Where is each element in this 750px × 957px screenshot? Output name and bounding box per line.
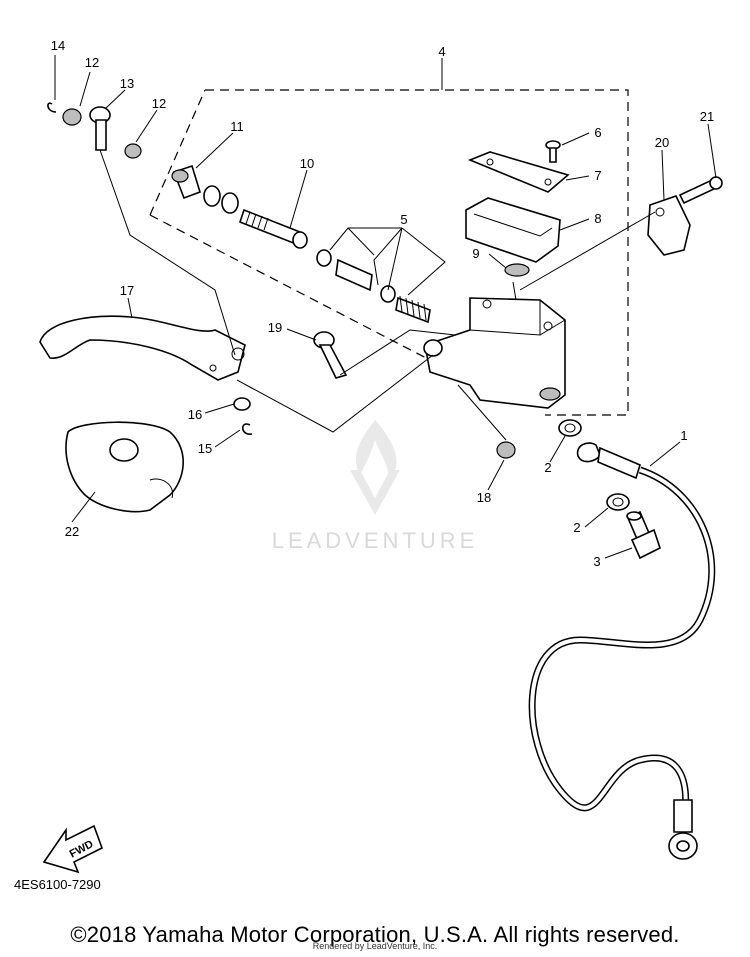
- label-part-9: 9: [472, 246, 479, 261]
- diagram-code: 4ES6100-7290: [14, 877, 101, 892]
- nut-18: [496, 441, 516, 459]
- label-part-5: 5: [400, 212, 407, 227]
- label-part-17: 17: [120, 283, 134, 298]
- screw: [545, 140, 561, 163]
- boot: [171, 164, 239, 214]
- reference-lines: [99, 149, 656, 441]
- watermark-text: LEADVENTURE: [271, 528, 479, 553]
- label-part-3: 3: [593, 554, 600, 569]
- label-part-7: 7: [594, 168, 601, 183]
- holder: [647, 195, 691, 256]
- label-part-16: 16: [188, 407, 202, 422]
- piston-kit: [316, 249, 431, 324]
- label-part-20: 20: [655, 135, 669, 150]
- push-rod: [239, 208, 308, 249]
- assembly-boundary: [149, 89, 629, 416]
- nut-upper: [62, 108, 82, 126]
- fwd-arrow-icon: FWD: [42, 824, 103, 874]
- washer-lower: [606, 493, 630, 511]
- brake-lever: [39, 315, 246, 381]
- label-part-18: 18: [477, 490, 491, 505]
- label-part-12-upper: 12: [85, 55, 99, 70]
- holder-bolt: [678, 176, 723, 205]
- nut-right: [124, 143, 142, 159]
- label-part-2-upper: 2: [544, 460, 551, 475]
- label-part-21: 21: [700, 109, 714, 124]
- plate: [504, 263, 530, 277]
- label-part-2-lower: 2: [573, 520, 580, 535]
- reservoir-cap: [467, 151, 570, 193]
- master-cylinder-body: [423, 297, 566, 409]
- union-bolt: [626, 510, 661, 560]
- label-part-10: 10: [300, 156, 314, 171]
- label-part-8: 8: [594, 211, 601, 226]
- diaphragm: [465, 197, 561, 263]
- label-part-6: 6: [594, 125, 601, 140]
- label-part-14: 14: [51, 38, 65, 53]
- label-part-1: 1: [680, 428, 687, 443]
- watermark-logo: [350, 420, 400, 515]
- label-part-22: 22: [65, 524, 79, 539]
- label-part-19: 19: [268, 320, 282, 335]
- part-labels: 1 2 2 3 4 5 6 7 8 9 10 11 12 12 13 14 15…: [51, 38, 714, 569]
- lever-cover: [65, 421, 184, 513]
- washer-upper: [558, 419, 582, 437]
- label-part-4: 4: [438, 44, 445, 59]
- circlip-14: [47, 102, 57, 113]
- copyright-notice: ©2018 Yamaha Motor Corporation, U.S.A. A…: [70, 922, 680, 947]
- washer-16: [233, 397, 251, 411]
- rendered-by-note: Rendered by LeadVenture, Inc.: [312, 941, 438, 951]
- label-part-11: 11: [230, 119, 244, 134]
- adjuster-bolt: [313, 331, 348, 379]
- label-part-12-right: 12: [152, 96, 166, 111]
- pivot-bolt: [89, 106, 111, 151]
- circlip-15: [241, 423, 253, 435]
- leader-lines: [54, 55, 717, 559]
- brake-hose: [528, 442, 716, 860]
- label-part-13: 13: [120, 76, 134, 91]
- label-part-15: 15: [198, 441, 212, 456]
